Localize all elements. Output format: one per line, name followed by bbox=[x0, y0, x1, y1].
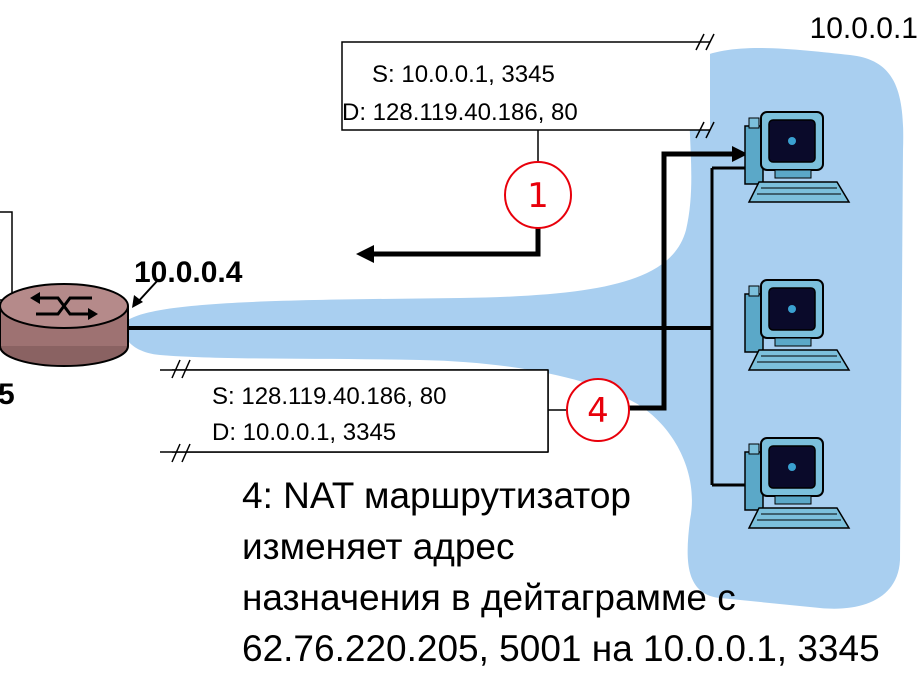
step4-circle bbox=[566, 378, 630, 442]
packet-box-incoming: S: 128.119.40.186, 80 D: 10.0.0.1, 3345 bbox=[159, 359, 549, 463]
host-computer-icon bbox=[744, 279, 851, 371]
packet-path-in bbox=[628, 151, 738, 411]
caption-line: назначения в дейтаграмме с bbox=[242, 577, 736, 618]
router-ip-pointer-head bbox=[132, 295, 143, 308]
packet-path-in-arrowhead bbox=[732, 146, 748, 162]
packet-path-out-arrowhead bbox=[356, 245, 374, 263]
left-partial-box bbox=[0, 211, 13, 301]
packet-out-dst: D: 128.119.40.186, 80 bbox=[342, 99, 578, 126]
host-ip-label: 10.0.0.1 bbox=[810, 12, 918, 45]
caption-line: 62.76.220.205, 5001 на 10.0.0.1, 3345 bbox=[242, 628, 880, 669]
packet-in-src: S: 128.119.40.186, 80 bbox=[212, 383, 446, 410]
host-computer-icon bbox=[744, 111, 851, 203]
router-lan-ip-label: 10.0.0.4 bbox=[134, 256, 243, 289]
step4-label: 4 bbox=[587, 391, 609, 431]
host-computer-icon bbox=[744, 437, 851, 529]
caption-text: 4: NAT маршрутизатор изменяет адрес назн… bbox=[242, 470, 918, 674]
step1-label: 1 bbox=[527, 176, 549, 216]
step1-circle bbox=[504, 161, 572, 229]
caption-line: изменяет адрес bbox=[242, 526, 515, 567]
packet-box-outgoing: S: 10.0.0.1, 3345 D: 128.119.40.186, 80 bbox=[341, 33, 715, 139]
packet-out-src: S: 10.0.0.1, 3345 bbox=[372, 61, 555, 88]
router-wan-ip-fragment: 5 bbox=[0, 378, 15, 411]
packet-path-out bbox=[372, 228, 541, 257]
caption-line: 4: NAT маршрутизатор bbox=[242, 475, 631, 516]
packet-in-dst: D: 10.0.0.1, 3345 bbox=[212, 419, 396, 446]
router-icon bbox=[0, 283, 129, 367]
